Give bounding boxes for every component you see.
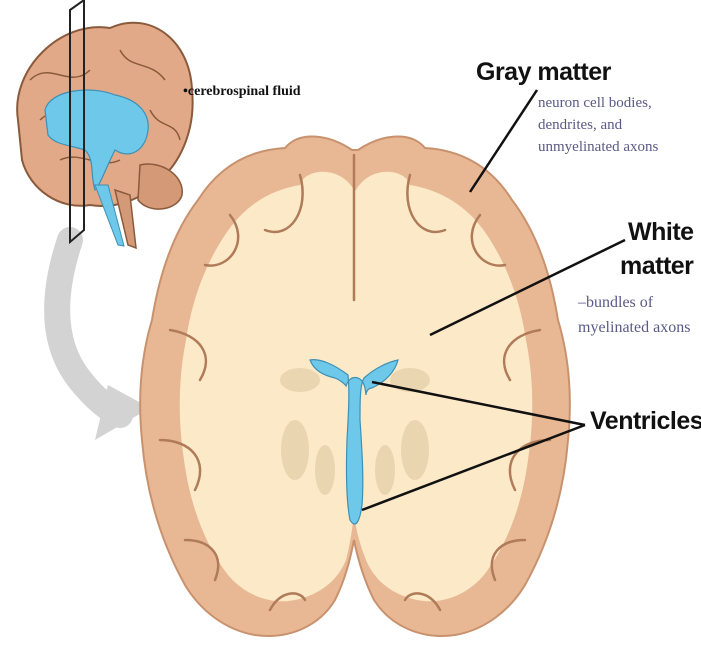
coronal-brain-section [140,136,570,635]
gray-matter-title: Gray matter [476,58,611,87]
ventricles-title: Ventricles [590,407,701,436]
white-matter-title-2: matter [620,252,693,281]
gray-matter-desc-3: unmyelinated axons [538,137,658,158]
white-matter-title-1: White [628,218,694,247]
white-matter-desc-1: –bundles of [578,292,653,313]
white-matter-desc-2: myelinated axons [578,317,690,338]
gray-matter-leader [470,90,537,192]
curved-arrow [57,240,150,440]
gray-matter-desc-2: dendrites, and [538,115,622,136]
small-brain-illustration [17,0,192,248]
csf-label: •cerebrospinal fluid [183,84,301,100]
gray-matter-desc-1: neuron cell bodies, [538,93,652,114]
